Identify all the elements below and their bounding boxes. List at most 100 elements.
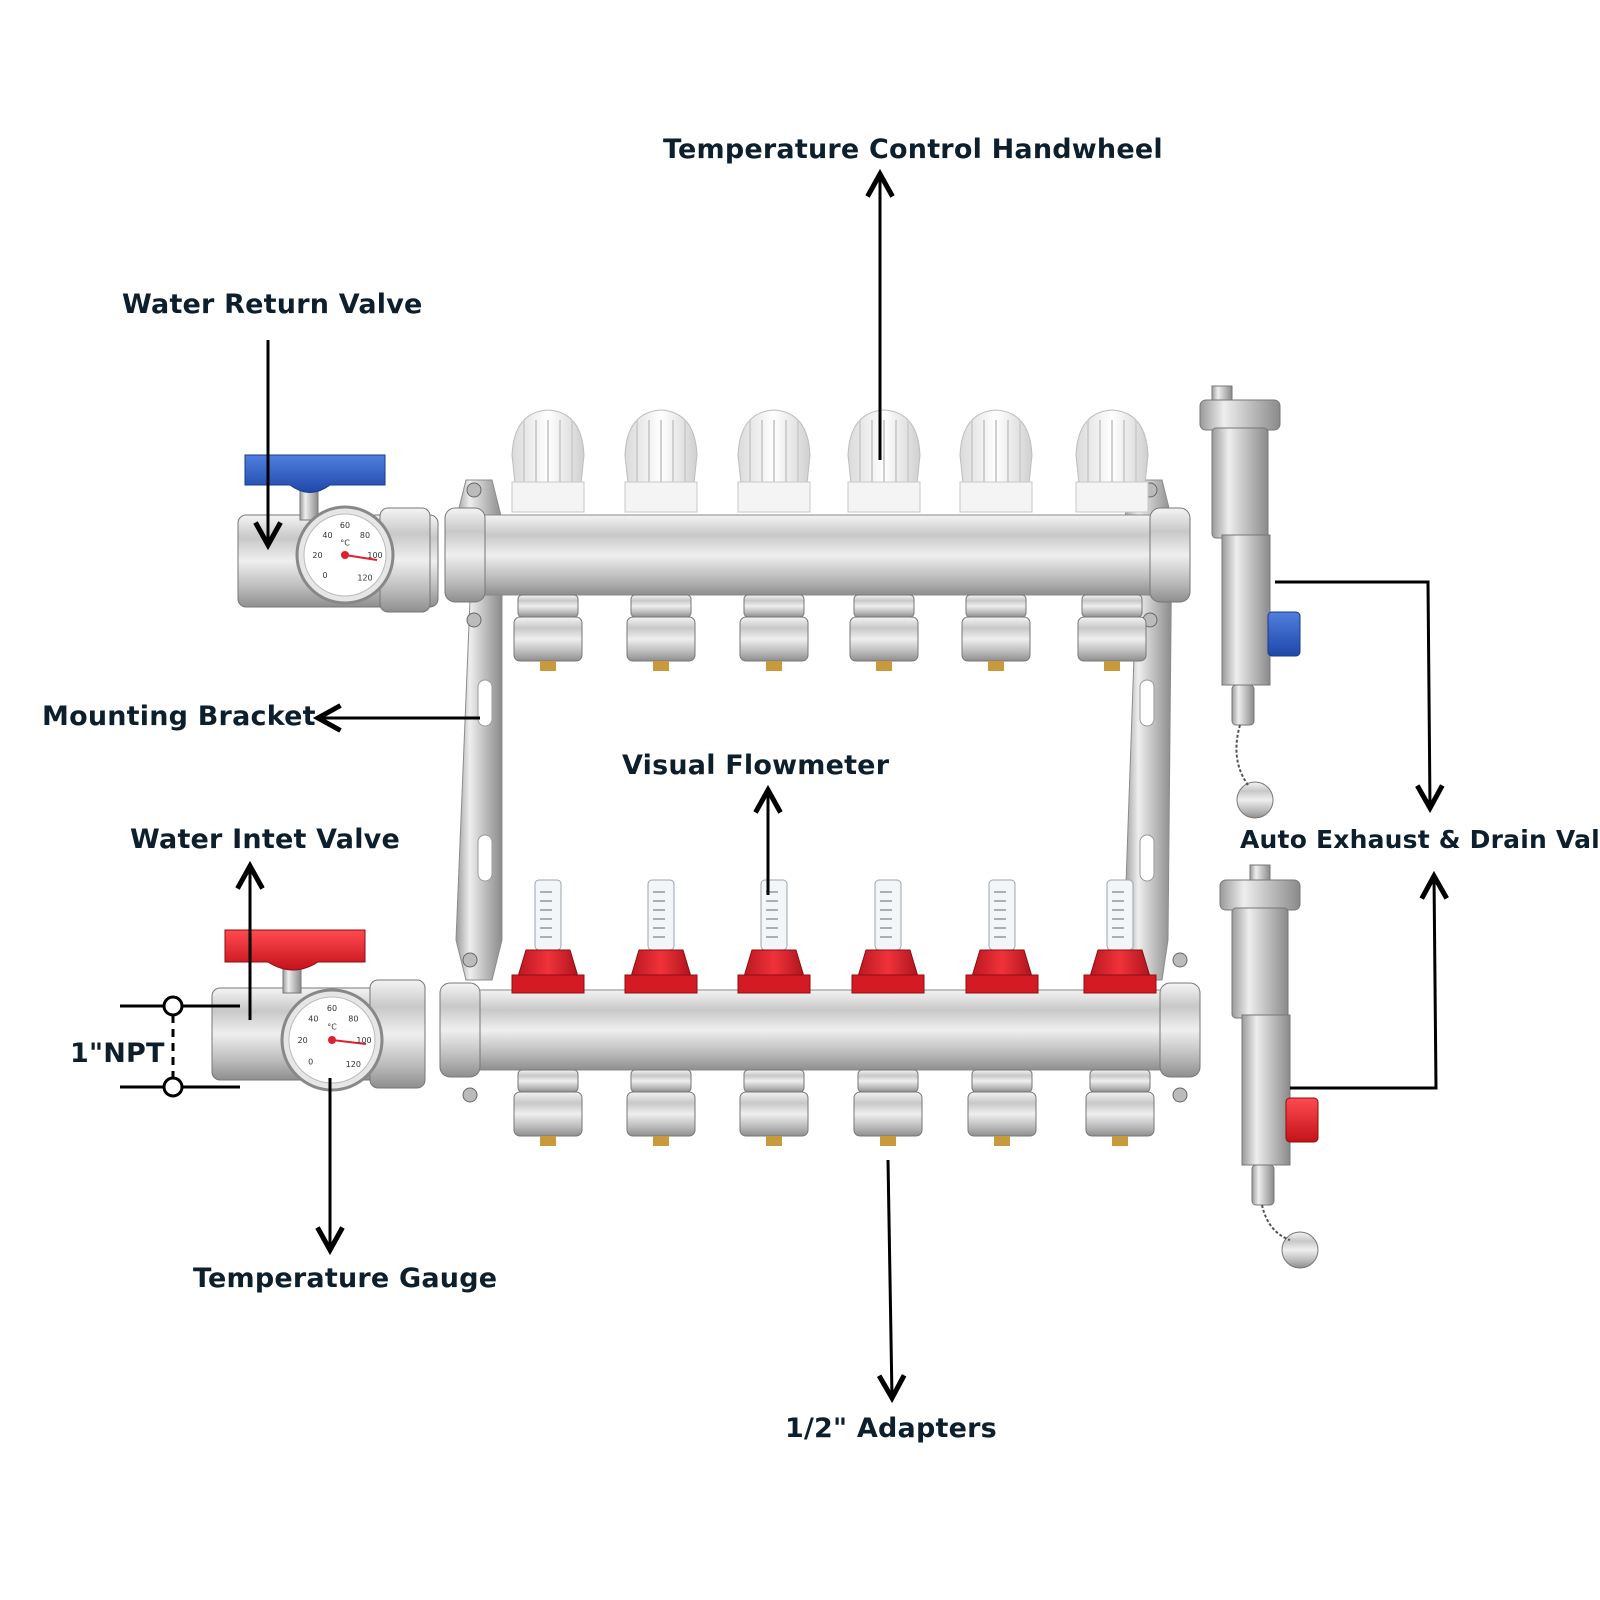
adapter-nut xyxy=(857,1069,919,1093)
gauge-scale-label: 60 xyxy=(327,1004,337,1013)
adapter-body xyxy=(849,616,919,662)
adapter-nut xyxy=(1081,594,1143,618)
handwheel-1 xyxy=(511,409,585,513)
adapter-body xyxy=(1085,1091,1155,1137)
flowmeter-4 xyxy=(851,879,925,994)
return-outlet-adapters xyxy=(513,594,1147,671)
gauge-scale-label: 20 xyxy=(298,1036,308,1045)
label-npt-size: 1"NPT xyxy=(70,1038,165,1069)
flowmeter-tube xyxy=(988,879,1016,951)
adapter-nut xyxy=(517,594,579,618)
adapter-body xyxy=(961,616,1031,662)
label-visual-flowmeter: Visual Flowmeter xyxy=(622,750,890,781)
gauge-scale-label: 20 xyxy=(312,551,322,560)
label-temperature-gauge: Temperature Gauge xyxy=(193,1263,498,1294)
flowmeter-tube xyxy=(1106,879,1134,951)
adapter-bottom-3 xyxy=(739,1069,809,1146)
auto-exhaust-drain-valve-top xyxy=(1199,385,1301,819)
arrow-adapters xyxy=(888,1159,892,1398)
gauge-scale-label: 40 xyxy=(322,531,332,540)
handwheel-base xyxy=(511,481,585,513)
gauge-scale-label: 120 xyxy=(357,574,372,583)
flowmeter-base xyxy=(1083,974,1157,994)
flowmeter-2 xyxy=(624,879,698,994)
label-adapters: 1/2" Adapters xyxy=(785,1413,997,1444)
flowmeter-tube xyxy=(760,879,788,951)
adapter-bottom-6 xyxy=(1085,1069,1155,1146)
adapter-body xyxy=(626,1091,696,1137)
adapter-nut xyxy=(971,1069,1033,1093)
adapter-brass-tip xyxy=(988,661,1004,671)
adapter-nut xyxy=(630,1069,692,1093)
handwheel-base xyxy=(959,481,1033,513)
callout-lines xyxy=(250,174,1436,1398)
return-manifold xyxy=(444,482,1191,628)
adapter-body xyxy=(513,616,583,662)
adapter-nut xyxy=(517,1069,579,1093)
adapter-bottom-5 xyxy=(967,1069,1037,1146)
adapter-brass-tip xyxy=(1104,661,1120,671)
flowmeter-base xyxy=(737,974,811,994)
handwheel-base xyxy=(847,481,921,513)
arrow-exhaust-top xyxy=(1275,580,1430,808)
arrow-exhaust-bottom xyxy=(1290,876,1436,1090)
flowmeter-tube xyxy=(874,879,902,951)
adapter-body xyxy=(626,616,696,662)
gauge-scale-label: 80 xyxy=(360,531,370,540)
adapter-nut xyxy=(743,1069,805,1093)
flowmeter-base xyxy=(624,974,698,994)
label-water-inlet-valve: Water Intet Valve xyxy=(130,824,400,855)
auto-exhaust-drain-valve-bottom xyxy=(1219,864,1319,1269)
blue-handle-icon xyxy=(244,454,386,493)
gauge-scale-label: °C xyxy=(340,539,350,548)
gauge-scale-label: 80 xyxy=(348,1015,358,1024)
flowmeter-tube xyxy=(647,879,675,951)
adapter-nut xyxy=(853,594,915,618)
flowmeter-base xyxy=(511,974,585,994)
gauge-scale-label: 100 xyxy=(356,1036,371,1045)
gauge-scale-label: 100 xyxy=(367,551,382,560)
adapter-top-3 xyxy=(739,594,809,671)
flowmeter-5 xyxy=(965,879,1039,994)
label-temperature-control-handwheel: Temperature Control Handwheel xyxy=(663,134,1163,165)
red-handle-icon xyxy=(224,929,366,971)
handwheel-3 xyxy=(737,409,811,513)
handwheel-2 xyxy=(624,409,698,513)
gauge-scale-label: 40 xyxy=(308,1015,318,1024)
adapter-brass-tip xyxy=(766,661,782,671)
handwheel-6 xyxy=(1075,409,1149,513)
adapter-brass-tip xyxy=(653,1136,669,1146)
npt-dimension xyxy=(120,995,240,1098)
adapter-top-2 xyxy=(626,594,696,671)
handwheel-5 xyxy=(959,409,1033,513)
adapter-body xyxy=(739,1091,809,1137)
adapter-brass-tip xyxy=(1112,1136,1128,1146)
gauge-scale-label: 0 xyxy=(308,1057,313,1066)
flowmeter-1 xyxy=(511,879,585,994)
adapter-brass-tip xyxy=(994,1136,1010,1146)
adapter-body xyxy=(967,1091,1037,1137)
flowmeter-6 xyxy=(1083,879,1157,994)
adapter-body xyxy=(853,1091,923,1137)
adapter-brass-tip xyxy=(653,661,669,671)
handwheel-4 xyxy=(847,409,921,513)
label-auto-exhaust-drain-valve: Auto Exhaust & Drain Valve xyxy=(1240,825,1600,854)
gauge-scale-label: 120 xyxy=(346,1060,361,1069)
gauge-scale-label: 60 xyxy=(340,521,350,530)
label-water-return-valve: Water Return Valve xyxy=(122,289,423,320)
adapter-top-5 xyxy=(961,594,1031,671)
drain-red-handle-icon xyxy=(1285,1097,1319,1143)
handwheel-base xyxy=(1075,481,1149,513)
drain-blue-handle-icon xyxy=(1267,611,1301,657)
inlet-temperature-gauge xyxy=(280,988,384,1092)
adapter-bottom-4 xyxy=(853,1069,923,1146)
adapter-nut xyxy=(743,594,805,618)
temperature-control-handwheels xyxy=(511,409,1149,513)
adapter-top-4 xyxy=(849,594,919,671)
adapter-bottom-2 xyxy=(626,1069,696,1146)
adapter-brass-tip xyxy=(540,661,556,671)
adapter-body xyxy=(739,616,809,662)
adapter-top-6 xyxy=(1077,594,1147,671)
